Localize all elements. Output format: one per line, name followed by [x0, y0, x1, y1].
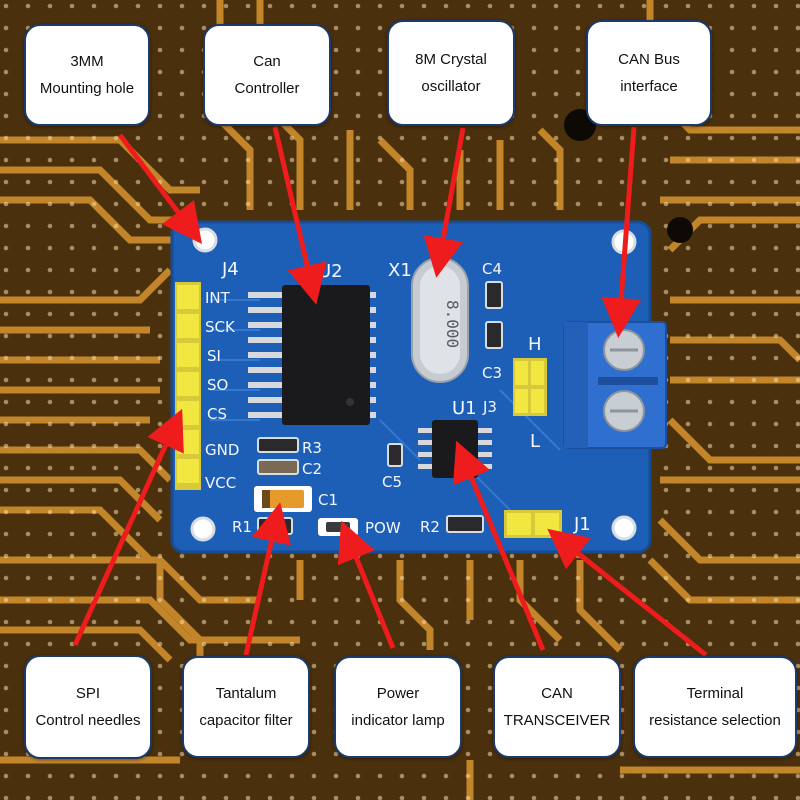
header-pin-cs: [177, 401, 199, 425]
crystal-label: X1: [388, 260, 412, 281]
label-r1: R1: [232, 518, 252, 536]
can-bus-terminal: [563, 321, 667, 449]
label-c3: C3: [482, 364, 502, 382]
arrow-terminal-resistor: [547, 528, 708, 657]
pin-label-sck: SCK: [205, 318, 236, 336]
crystal-oscillator: 8.000: [411, 257, 469, 383]
header-pin-sck: [177, 314, 199, 338]
mounting-hole-bottom-left: [190, 516, 216, 542]
terminal-header-j3: [513, 358, 547, 416]
label-pow: POW: [365, 519, 401, 537]
pin-label-vcc: VCC: [205, 474, 236, 492]
header-pin-vcc: [177, 459, 199, 483]
callout-can-bus-interface: CAN Bus interface: [586, 20, 712, 126]
arrow-spi-pins: [72, 408, 184, 647]
label-c1: C1: [318, 491, 338, 509]
pin-label-so: SO: [207, 376, 228, 394]
can-controller-chip: [248, 285, 376, 425]
label-r3: R3: [302, 439, 322, 457]
capacitor-c5: [387, 443, 403, 467]
arrow-power-lamp: [337, 520, 396, 649]
arrow-crystal: [423, 127, 466, 278]
header-pin-si: [177, 343, 199, 367]
header-pin-so: [177, 372, 199, 396]
tantalum-capacitor: [254, 486, 312, 512]
callout-can-controller: Can Controller: [203, 24, 331, 126]
mounting-hole-top-left: [192, 227, 218, 253]
label-j3: J3: [482, 398, 497, 416]
arrow-can-bus-interface: [601, 126, 642, 338]
arrow-mounting-hole: [118, 133, 203, 244]
callout-power-lamp: Power indicator lamp: [334, 656, 462, 758]
label-can-h: H: [528, 334, 542, 355]
capacitor-c2: [257, 459, 299, 475]
can-module-board: J4 INT SCK SI SO CS GND VCC: [170, 220, 667, 554]
pin-label-cs: CS: [207, 405, 227, 423]
pin-label-si: SI: [207, 347, 221, 365]
label-c5: C5: [382, 473, 402, 491]
resistor-r3: [257, 437, 299, 453]
capacitor-c4: [485, 281, 503, 309]
label-r2: R2: [420, 518, 440, 536]
callout-spi-pins: SPI Control needles: [24, 655, 152, 759]
arrow-transceiver: [453, 440, 546, 651]
label-c2: C2: [302, 460, 322, 478]
header-pin-gnd: [177, 430, 199, 454]
transceiver-label: U1: [452, 398, 477, 419]
header-pin-int: [177, 285, 199, 309]
callout-crystal: 8M Crystal oscillator: [387, 20, 515, 126]
label-j1: J1: [573, 514, 591, 535]
pin-label-gnd: GND: [205, 441, 239, 459]
callout-terminal-resistor: Terminal resistance selection: [633, 656, 797, 758]
callout-transceiver: CAN TRANSCEIVER: [493, 656, 621, 758]
crystal-marking: 8.000: [443, 300, 462, 348]
capacitor-c3: [485, 321, 503, 349]
pin-label-int: INT: [205, 289, 231, 307]
callout-mounting-hole: 3MM Mounting hole: [24, 24, 150, 126]
resistor-r2: [446, 515, 484, 533]
controller-label: U2: [318, 261, 343, 282]
spi-header: [175, 282, 201, 490]
label-can-l: L: [530, 431, 540, 452]
jumper-j1: [504, 510, 562, 538]
annotation-arrows: [72, 126, 708, 657]
header-label: J4: [221, 259, 239, 280]
arrow-can-controller: [272, 126, 327, 305]
mounting-hole-bottom-right: [611, 515, 637, 541]
callout-tantalum: Tantalum capacitor filter: [182, 656, 310, 758]
arrow-tantalum: [243, 502, 291, 656]
label-c4: C4: [482, 260, 502, 278]
